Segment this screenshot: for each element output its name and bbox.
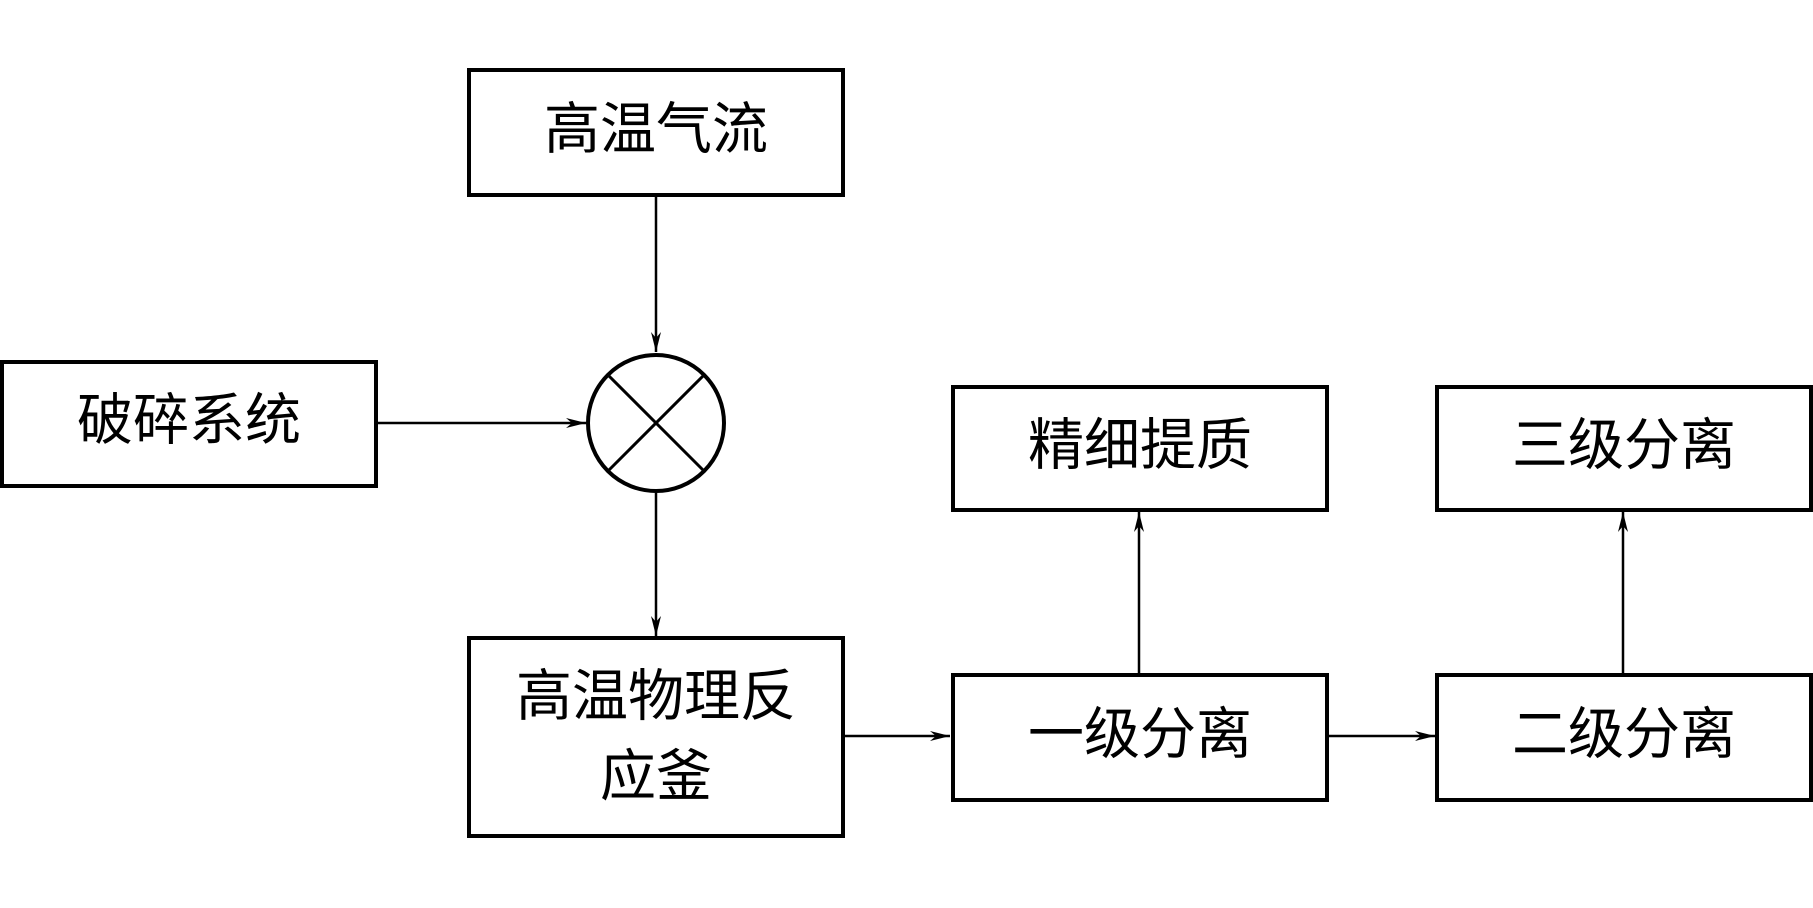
node-stage2-separation: 二级分离: [1435, 673, 1813, 802]
node-reactor: 高温物理反 应釜: [467, 636, 845, 838]
node-hot-airflow: 高温气流: [467, 68, 845, 197]
node-reactor-label-line2: 应釜: [600, 745, 712, 810]
node-stage3-separation-label: 三级分离: [1512, 414, 1736, 479]
node-stage1-separation: 一级分离: [951, 673, 1329, 802]
node-crushing-system: 破碎系统: [0, 360, 378, 488]
node-hot-airflow-label: 高温气流: [544, 98, 768, 163]
node-fine-upgrading-label: 精细提质: [1028, 414, 1252, 479]
node-stage1-separation-label: 一级分离: [1028, 703, 1252, 768]
node-stage3-separation: 三级分离: [1435, 385, 1813, 512]
node-crushing-system-label: 破碎系统: [77, 389, 301, 454]
node-fine-upgrading: 精细提质: [951, 385, 1329, 512]
node-reactor-label-line1: 高温物理反: [516, 665, 796, 730]
mixing-junction-icon: [586, 353, 726, 493]
node-stage2-separation-label: 二级分离: [1512, 703, 1736, 768]
